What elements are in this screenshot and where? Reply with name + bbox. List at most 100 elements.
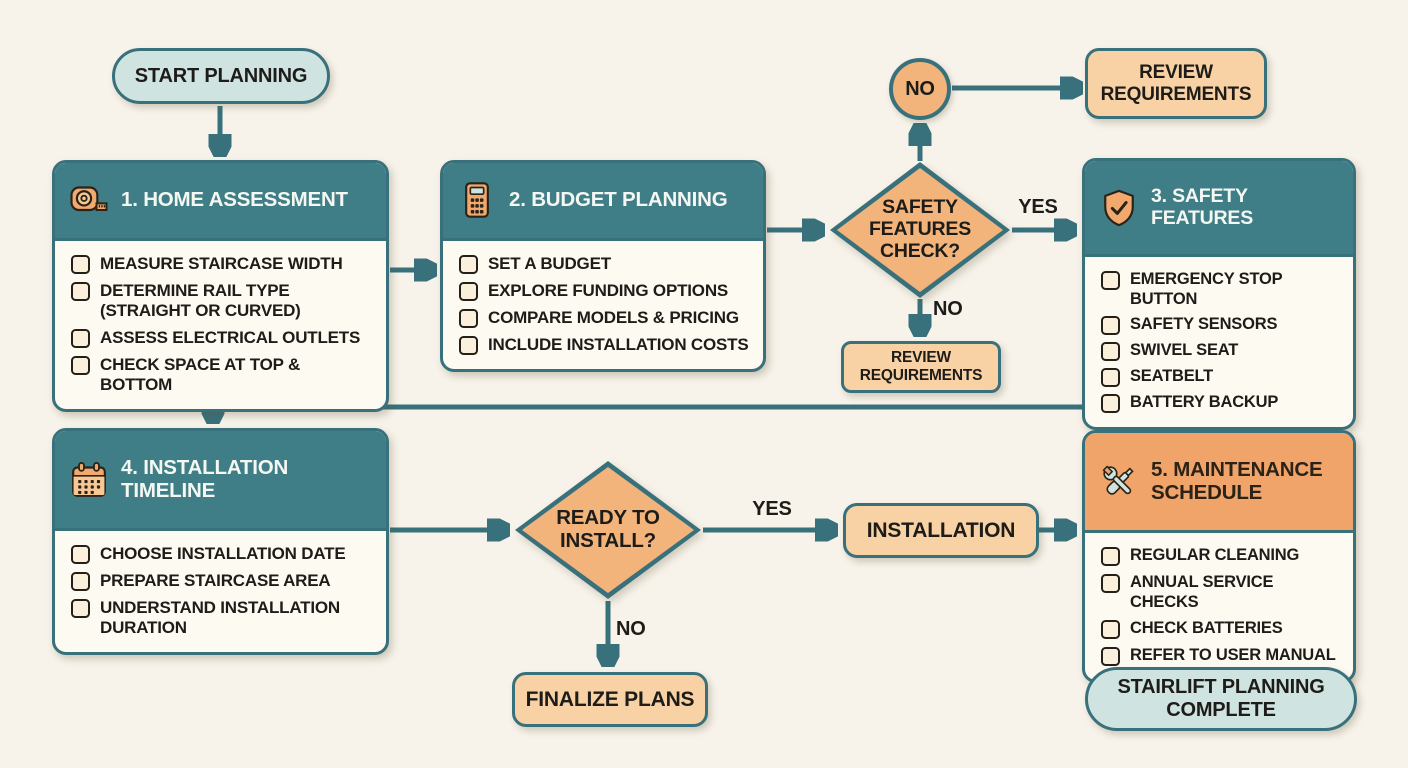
checklist-item-label: PREPARE STAIRCASE AREA [100,571,331,591]
checklist-item: PREPARE STAIRCASE AREA [71,571,374,592]
review-requirements-bottom-label: REVIEW REQUIREMENTS [859,349,983,384]
safety-check-label: SAFETY FEATURES CHECK? [868,196,972,262]
installation-timeline-card: 4. INSTALLATION TIMELINE CHOOSE INSTALLA… [52,428,389,656]
calendar-icon [69,460,109,500]
checklist-item: ASSESS ELECTRICAL OUTLETS [71,328,374,348]
checkbox-icon [1101,394,1120,414]
checkbox-icon [1101,574,1120,594]
maintenance-schedule-title: 5. MAINTENANCE SCHEDULE [1151,458,1323,504]
checklist-item: CHOOSE INSTALLATION DATE [71,544,374,565]
checklist-item-label: ASSESS ELECTRICAL OUTLETS [100,327,361,347]
home-assessment-card: 1. HOME ASSESSMENT MEASURE STAIRCASE WID… [52,160,389,412]
tools-icon [1099,462,1139,502]
complete-label: STAIRLIFT PLANNING COMPLETE [1117,676,1325,721]
complete-node: STAIRLIFT PLANNING COMPLETE [1085,667,1357,731]
checklist-item-label: REFER TO USER MANUAL [1130,646,1336,665]
budget-planning-header: 2. BUDGET PLANNING [443,163,763,241]
checkbox-icon [71,545,90,565]
installation-timeline-checklist: CHOOSE INSTALLATION DATE PREPARE STAIRCA… [55,531,386,652]
checkbox-icon [459,308,478,328]
home-assessment-title: 1. HOME ASSESSMENT [121,188,348,211]
finalize-plans-node: FINALIZE PLANS [512,672,708,727]
checkbox-icon [71,254,90,274]
checkbox-icon [1101,620,1120,640]
checkbox-icon [459,281,478,301]
checklist-item: SWIVEL SEAT [1101,341,1341,362]
start-node: START PLANNING [112,48,330,104]
installation-node: INSTALLATION [843,503,1039,558]
checklist-item-label: EMERGENCY STOP BUTTON [1130,270,1283,308]
calculator-icon [457,180,497,220]
home-assessment-checklist: MEASURE STAIRCASE WIDTH DETERMINE RAIL T… [55,241,386,409]
checklist-item: UNDERSTAND INSTALLATION DURATION [71,598,374,638]
ready-check-decision: READY TO INSTALL? [515,461,701,599]
review-requirements-bottom-node: REVIEW REQUIREMENTS [841,341,1001,393]
installation-timeline-header: 4. INSTALLATION TIMELINE [55,431,386,532]
shield-check-icon [1099,188,1139,228]
checklist-item-label: INCLUDE INSTALLATION COSTS [488,334,749,354]
checklist-item: REGULAR CLEANING [1101,546,1341,567]
review-requirements-top-node: REVIEW REQUIREMENTS [1085,48,1267,119]
no-loop-label: NO [905,77,935,100]
checkbox-icon [71,281,90,301]
checklist-item-label: EXPLORE FUNDING OPTIONS [488,280,729,300]
checklist-item: ANNUAL SERVICE CHECKS [1101,573,1341,612]
checklist-item: CHECK SPACE AT TOP & BOTTOM [71,355,374,395]
checklist-item: SAFETY SENSORS [1101,315,1341,336]
checklist-item: INCLUDE INSTALLATION COSTS [459,335,751,355]
budget-planning-card: 2. BUDGET PLANNING SET A BUDGET EXPLORE … [440,160,766,372]
checklist-item-label: CHECK BATTERIES [1130,619,1283,638]
checkbox-icon [459,335,478,355]
checklist-item-label: BATTERY BACKUP [1130,393,1279,412]
checklist-item: EMERGENCY STOP BUTTON [1101,270,1341,309]
checkbox-icon [71,355,90,375]
checklist-item-label: MEASURE STAIRCASE WIDTH [100,253,343,273]
checklist-item: REFER TO USER MANUAL [1101,646,1341,667]
checkbox-icon [71,599,90,619]
checkbox-icon [71,328,90,348]
finalize-plans-label: FINALIZE PLANS [525,687,695,711]
checklist-item-label: COMPARE MODELS & PRICING [488,307,739,327]
checklist-item-label: REGULAR CLEANING [1130,546,1300,565]
checklist-item-label: SEATBELT [1130,367,1214,386]
checkbox-icon [1101,368,1120,388]
home-assessment-header: 1. HOME ASSESSMENT [55,163,386,241]
checklist-item-label: ANNUAL SERVICE CHECKS [1130,573,1274,611]
maintenance-schedule-header: 5. MAINTENANCE SCHEDULE [1085,433,1353,534]
checkbox-icon [1101,316,1120,336]
checklist-item: COMPARE MODELS & PRICING [459,308,751,328]
safety-features-title: 3. SAFETY FEATURES [1151,185,1254,229]
edge-label-ready-no: NO [616,618,646,640]
checklist-item-label: UNDERSTAND INSTALLATION DURATION [100,598,340,638]
tape-measure-icon [69,180,109,220]
ready-check-label: READY TO INSTALL? [556,506,660,552]
checkbox-icon [1101,342,1120,362]
safety-features-checklist: EMERGENCY STOP BUTTON SAFETY SENSORS SWI… [1085,257,1353,427]
edge-label-safety-yes: YES [1018,196,1058,218]
start-label: START PLANNING [134,64,308,87]
installation-timeline-title: 4. INSTALLATION TIMELINE [121,456,289,502]
safety-features-header: 3. SAFETY FEATURES [1085,161,1353,258]
checklist-item-label: CHOOSE INSTALLATION DATE [100,544,346,564]
safety-check-decision: SAFETY FEATURES CHECK? [830,162,1010,298]
checklist-item-label: SWIVEL SEAT [1130,341,1239,360]
checklist-item: MEASURE STAIRCASE WIDTH [71,254,374,274]
maintenance-schedule-card: 5. MAINTENANCE SCHEDULE REGULAR CLEANING… [1082,430,1356,684]
checklist-item-label: CHECK SPACE AT TOP & BOTTOM [100,354,301,394]
budget-planning-title: 2. BUDGET PLANNING [509,188,728,211]
edge-label-safety-no: NO [933,298,963,320]
checklist-item-label: DETERMINE RAIL TYPE (STRAIGHT OR CURVED) [100,280,301,320]
maintenance-schedule-checklist: REGULAR CLEANING ANNUAL SERVICE CHECKS C… [1085,533,1353,680]
safety-features-card: 3. SAFETY FEATURES EMERGENCY STOP BUTTON… [1082,158,1356,431]
checkbox-icon [1101,271,1120,291]
budget-planning-checklist: SET A BUDGET EXPLORE FUNDING OPTIONS COM… [443,241,763,369]
checklist-item-label: SET A BUDGET [488,253,611,273]
checklist-item: BATTERY BACKUP [1101,393,1341,414]
checkbox-icon [71,572,90,592]
review-requirements-top-label: REVIEW REQUIREMENTS [1100,61,1252,105]
checklist-item: EXPLORE FUNDING OPTIONS [459,281,751,301]
checklist-item: SET A BUDGET [459,254,751,274]
checkbox-icon [1101,647,1120,667]
checklist-item: SEATBELT [1101,367,1341,388]
